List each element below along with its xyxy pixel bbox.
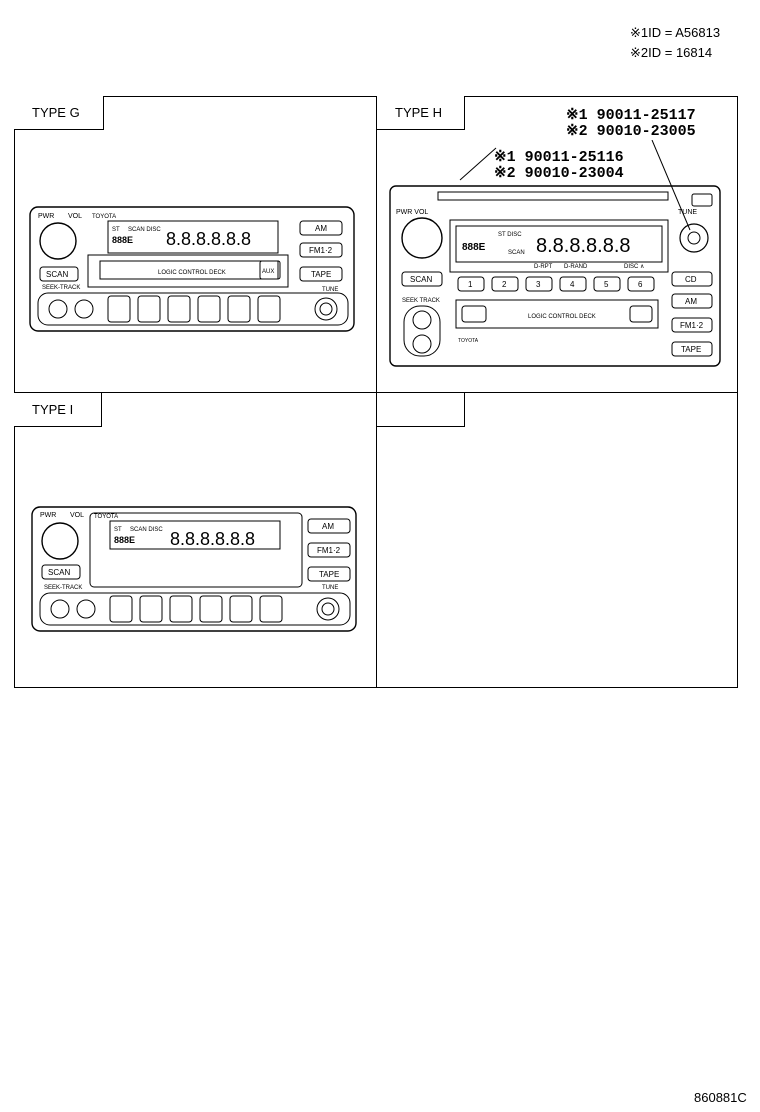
seek-track-label-i: SEEK-TRACK	[44, 585, 82, 591]
deck-label: LOGIC CONTROL DECK	[158, 270, 226, 276]
tape-button-i[interactable]: TAPE	[319, 570, 339, 579]
part-mark: ※2	[494, 165, 516, 182]
cd-button[interactable]: CD	[685, 275, 697, 284]
part-number: 90010-23004	[524, 165, 624, 182]
brand-label-i: TOYOTA	[94, 514, 118, 520]
st-label-i: ST	[114, 527, 122, 533]
part-number-tune-1: ※1 90011-25117	[566, 108, 696, 124]
tune-label-h: TUNE	[678, 209, 697, 216]
disc-up-label: DISC ∧	[624, 264, 644, 270]
part-number: 90011-25117	[596, 107, 696, 124]
part-number: 90010-23005	[596, 123, 696, 140]
panel-tag-type-h: TYPE H	[377, 96, 465, 130]
scan-button[interactable]: SCAN	[46, 270, 68, 279]
part-mark: ※1	[494, 149, 516, 166]
scan-disc-label: SCAN DISC	[128, 227, 161, 233]
deck-label-h: LOGIC CONTROL DECK	[528, 314, 596, 320]
display-digits-h: 8.8.8.8.8.8	[536, 235, 631, 257]
preset-5[interactable]: 5	[604, 280, 609, 289]
tune-label-i: TUNE	[322, 585, 338, 591]
fm-button[interactable]: FM1·2	[309, 246, 333, 255]
seek-track-label-h: SEEK TRACK	[402, 298, 440, 304]
part-mark: ※1	[566, 107, 588, 124]
diagram-code: 860881C	[694, 1090, 747, 1105]
note-mark: ※2	[630, 45, 649, 60]
st-label: ST	[112, 227, 120, 233]
tune-label: TUNE	[322, 287, 338, 293]
display-digits: 8.8.8.8.8.8	[166, 229, 251, 249]
brand-label-h: TOYOTA	[458, 338, 479, 344]
part-number-vol-1: ※1 90011-25116	[494, 150, 624, 166]
scan-label-h: SCAN	[508, 250, 525, 256]
scan-disc-label-i: SCAN DISC	[130, 527, 163, 533]
display-small-i: 888E	[114, 535, 135, 545]
am-button[interactable]: AM	[315, 224, 327, 233]
part-number-vol-2: ※2 90010-23004	[494, 166, 624, 182]
d-rand-label: D-RAND	[564, 264, 588, 270]
preset-1[interactable]: 1	[468, 280, 473, 289]
seek-track-label: SEEK-TRACK	[42, 285, 80, 291]
am-button-h[interactable]: AM	[685, 297, 697, 306]
grid-divider-horizontal	[14, 392, 738, 393]
id-note-2: ※2ID = 16814	[630, 44, 712, 62]
radio-type-i: PWR VOL TOYOTA ST SCAN DISC 888E 8.8.8.8…	[31, 506, 357, 632]
note-text: ID = 16814	[648, 45, 713, 60]
pwr-label: PWR	[38, 213, 54, 220]
fm-button-h[interactable]: FM1·2	[680, 321, 704, 330]
vol-label: VOL	[68, 213, 82, 220]
brand-label: TOYOTA	[92, 214, 116, 220]
fm-button-i[interactable]: FM1·2	[317, 546, 341, 555]
part-number-tune-2: ※2 90010-23005	[566, 124, 696, 140]
pwr-label-i: PWR	[40, 512, 56, 519]
scan-button-h[interactable]: SCAN	[410, 275, 432, 284]
part-number: 90011-25116	[524, 149, 624, 166]
radio-type-h: PWR VOL TUNE ST DISC 888E SCAN 8.8.8.8.8…	[389, 140, 721, 367]
tape-button-h[interactable]: TAPE	[681, 345, 701, 354]
aux-button[interactable]: AUX	[262, 269, 274, 275]
am-button-i[interactable]: AM	[322, 522, 334, 531]
radio-type-g: PWR VOL TOYOTA ST SCAN DISC 888E 8.8.8.8…	[29, 206, 355, 332]
preset-6[interactable]: 6	[638, 280, 643, 289]
preset-2[interactable]: 2	[502, 280, 507, 289]
display-small-h: 888E	[462, 242, 486, 253]
note-mark: ※1	[630, 25, 649, 40]
note-text: ID = A56813	[648, 25, 721, 40]
preset-3[interactable]: 3	[536, 280, 541, 289]
panel-tag-type-i: TYPE I	[14, 393, 102, 427]
st-disc-label: ST DISC	[498, 232, 522, 238]
preset-4[interactable]: 4	[570, 280, 575, 289]
display-small: 888E	[112, 235, 133, 245]
panel-tag-type-g: TYPE G	[14, 96, 104, 130]
scan-button-i[interactable]: SCAN	[48, 568, 70, 577]
part-mark: ※2	[566, 123, 588, 140]
leader-line-tune	[651, 140, 691, 231]
tape-button[interactable]: TAPE	[311, 270, 331, 279]
pwr-vol-label: PWR VOL	[396, 209, 428, 216]
id-note-1: ※1ID = A56813	[630, 24, 720, 42]
display-digits-i: 8.8.8.8.8.8	[170, 529, 255, 549]
panel-tag-blank	[377, 393, 465, 427]
d-rpt-label: D-RPT	[534, 264, 553, 270]
vol-label-i: VOL	[70, 512, 84, 519]
leader-line-vol	[459, 147, 497, 181]
